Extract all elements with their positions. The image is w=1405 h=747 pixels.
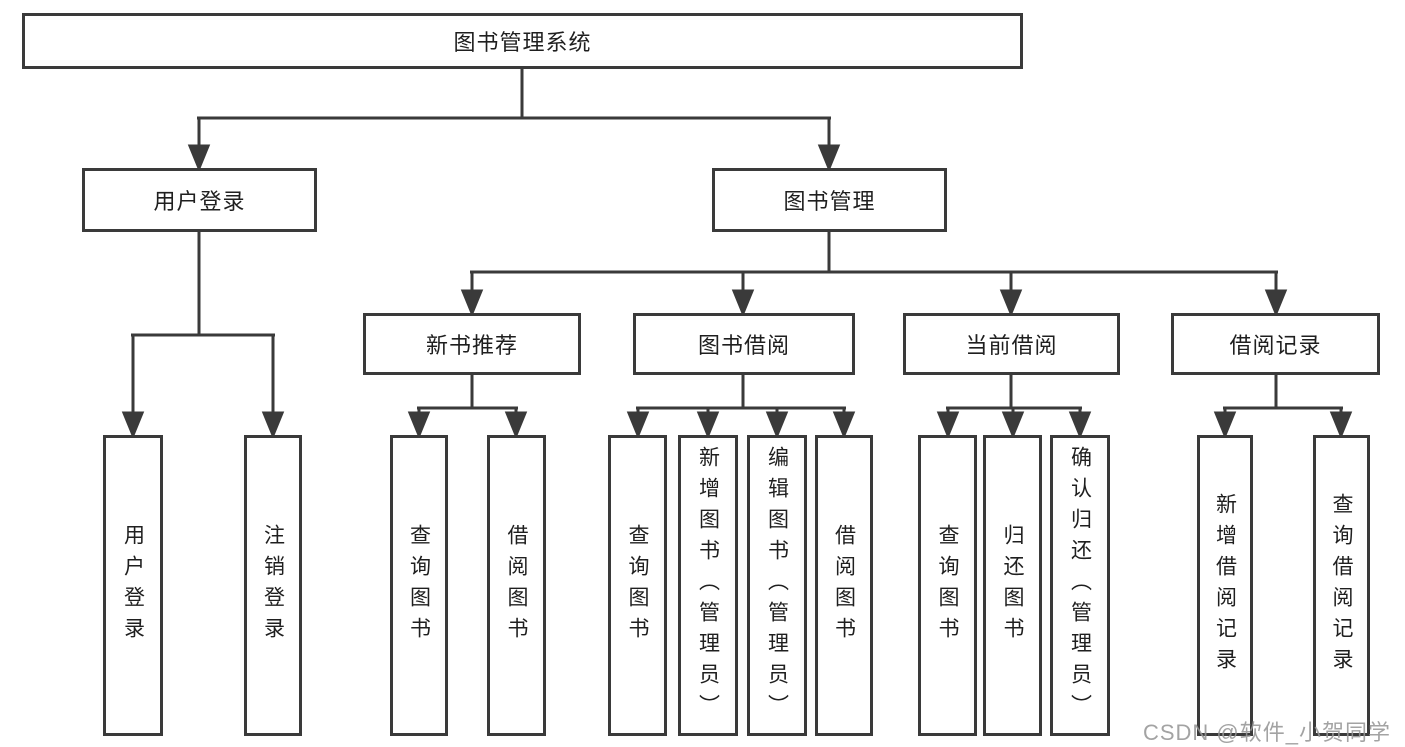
- leaf-user-login: 用户登录: [103, 435, 163, 736]
- node-label: 查询借阅记录: [1330, 492, 1354, 679]
- leaf-query-borrow-record: 查询借阅记录: [1313, 435, 1370, 736]
- leaf-add-borrow-record: 新增借阅记录: [1197, 435, 1253, 736]
- node-book-management: 图书管理: [712, 168, 947, 232]
- node-label: 图书管理系统: [453, 30, 592, 55]
- node-label: 图书借阅: [697, 333, 790, 358]
- node-current-borrow: 当前借阅: [903, 313, 1120, 375]
- node-label: 当前借阅: [965, 333, 1058, 358]
- node-book-borrow: 图书借阅: [633, 313, 855, 375]
- node-label: 借阅记录: [1229, 333, 1322, 358]
- node-label: 借阅图书: [505, 523, 529, 648]
- node-label: 用户登录: [121, 523, 145, 648]
- node-new-book-recommend: 新书推荐: [363, 313, 581, 375]
- node-label: 查询图书: [936, 523, 960, 648]
- node-label: 图书管理: [783, 189, 876, 214]
- node-library-management-system: 图书管理系统: [22, 13, 1023, 69]
- leaf-recommend-query-books: 查询图书: [390, 435, 448, 736]
- leaf-recommend-borrow-books: 借阅图书: [487, 435, 546, 736]
- node-label: 借阅图书: [832, 523, 856, 648]
- leaf-current-query-books: 查询图书: [918, 435, 977, 736]
- node-label: 查询图书: [407, 523, 431, 648]
- csdn-watermark: CSDN @软件_小贺同学: [1142, 720, 1391, 745]
- leaf-logout: 注销登录: [244, 435, 302, 736]
- node-label: 确认归还（管理员）: [1068, 446, 1092, 725]
- node-label: 用户登录: [153, 189, 246, 214]
- node-user-login: 用户登录: [82, 168, 317, 232]
- leaf-confirm-return-admin: 确认归还（管理员）: [1050, 435, 1110, 736]
- node-label: 编辑图书（管理员）: [765, 446, 789, 725]
- leaf-borrow-query-books: 查询图书: [608, 435, 667, 736]
- leaf-edit-books-admin: 编辑图书（管理员）: [747, 435, 807, 736]
- node-label: 新增借阅记录: [1213, 492, 1237, 679]
- node-label: 注销登录: [261, 523, 285, 648]
- node-label: 新增图书（管理员）: [696, 446, 720, 725]
- leaf-return-books: 归还图书: [983, 435, 1042, 736]
- node-label: 新书推荐: [425, 333, 518, 358]
- node-label: 归还图书: [1001, 523, 1025, 648]
- leaf-add-books-admin: 新增图书（管理员）: [678, 435, 738, 736]
- node-borrow-records: 借阅记录: [1171, 313, 1380, 375]
- node-label: 查询图书: [626, 523, 650, 648]
- leaf-borrow-books: 借阅图书: [815, 435, 873, 736]
